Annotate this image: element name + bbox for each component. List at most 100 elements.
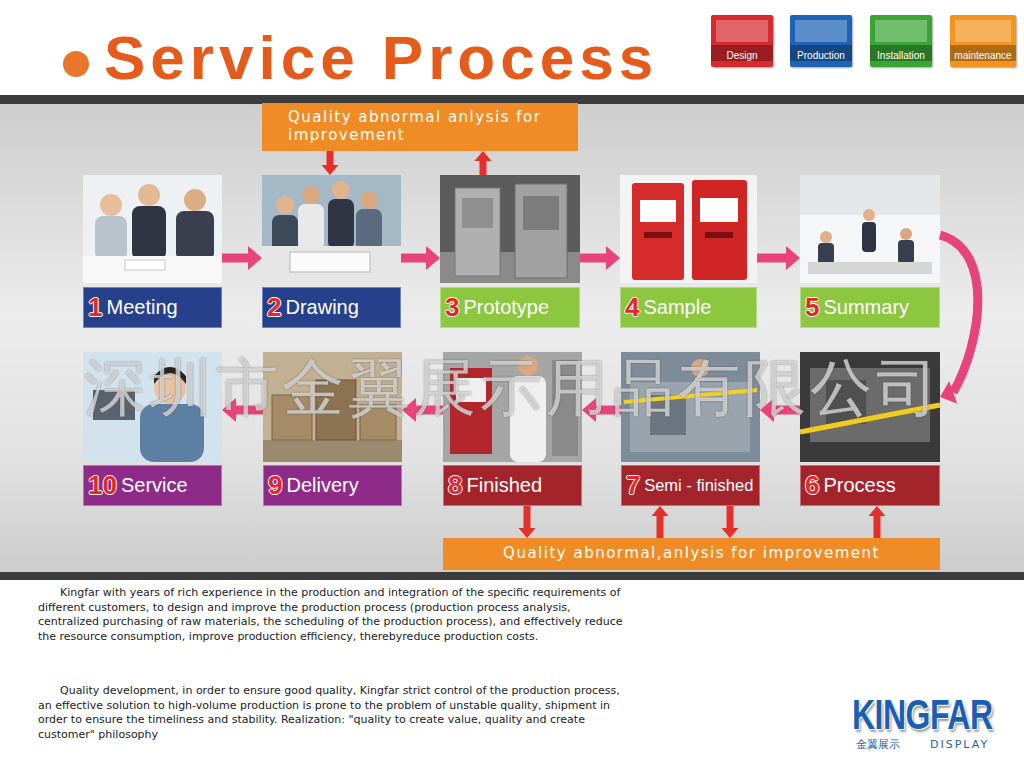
drawing-photo (262, 175, 401, 283)
step-label-bar: 1Meeting (83, 287, 222, 328)
photo-cabinet (515, 184, 567, 278)
step-name: Summary (823, 287, 909, 328)
photo-ground (440, 175, 580, 283)
step-label-bar: 2Drawing (262, 287, 401, 328)
step-number: 2 (267, 287, 281, 328)
flow-arrow-shaft (757, 254, 786, 263)
process-step: 1Meeting (83, 175, 222, 328)
step-label-bar: 3Prototype (440, 287, 580, 328)
watermark: 深圳市金翼展示用品有限公司 (84, 352, 942, 424)
photo-kiosk (640, 200, 676, 222)
tab-panel (875, 20, 927, 42)
flow-arrow-shaft (401, 254, 426, 263)
flow-arrow-shaft (580, 254, 606, 263)
flow-arrow-head (652, 506, 669, 516)
photo-ground (800, 175, 940, 283)
step-name: Semi - finished (644, 465, 753, 506)
flow-arrow (580, 246, 620, 270)
page-title: Service Process (104, 27, 658, 89)
grey-panel (0, 103, 1024, 573)
photo-figure (328, 199, 354, 249)
tab-label: Design (726, 50, 757, 61)
photo-kiosk (692, 180, 747, 280)
photo-table (808, 262, 932, 274)
sample-photo (620, 175, 757, 283)
flow-arrow-shaft (657, 516, 664, 538)
category-tab: Installation (870, 15, 932, 67)
flow-arrow (940, 235, 978, 404)
photo-figure (100, 194, 122, 216)
flow-arrow (869, 506, 886, 538)
flow-arrow (322, 151, 339, 175)
process-step: 5Summary (800, 175, 940, 328)
photo-floor (263, 440, 402, 462)
process-step: 2Drawing (262, 175, 401, 328)
photo-figure (356, 209, 382, 251)
flow-arrow-head (322, 165, 339, 175)
tab-strip: maintenance (950, 45, 1016, 61)
flow-arrow-shaft (874, 516, 881, 538)
flow-arrow-head (940, 381, 957, 404)
flow-arrow (222, 246, 262, 270)
photo-table (83, 256, 222, 283)
prototype-photo (440, 175, 580, 283)
step-name: Drawing (285, 287, 358, 328)
step-name: Meeting (106, 287, 177, 328)
flow-arrow-shaft (222, 254, 248, 263)
step-name: Finished (466, 465, 542, 506)
title-bullet (63, 51, 89, 77)
flow-arrow (652, 506, 669, 538)
step-label-bar: 6Process (800, 465, 940, 506)
category-tab: Design (711, 15, 773, 67)
photo-table (262, 246, 401, 283)
flow-arrow (475, 151, 492, 175)
meeting-photo (83, 175, 222, 283)
photo-figure (360, 191, 378, 209)
process-step: 3Prototype (440, 175, 580, 328)
tab-panel (795, 20, 847, 42)
step-number: 9 (268, 465, 282, 506)
photo-figure (863, 209, 875, 221)
photo-wall (800, 175, 940, 215)
body-paragraph: Quality development, in order to ensure … (38, 684, 630, 742)
photo-figure (276, 196, 294, 214)
process-step: 4Sample (620, 175, 757, 328)
photo-paper (125, 260, 165, 270)
tab-strip: Production (790, 45, 852, 61)
flow-arrow (757, 246, 800, 270)
body-paragraph: Kingfar with years of rich experience in… (38, 586, 630, 644)
logo-chinese: 金翼展示 (856, 738, 900, 751)
photo-figure (820, 231, 832, 243)
flow-arrow-shaft (940, 235, 978, 392)
photo-figure (818, 243, 834, 265)
photo-figure (332, 181, 350, 199)
flow-arrow-head (786, 246, 800, 270)
photo-figure (862, 222, 876, 252)
tab-label: Production (797, 50, 845, 61)
flow-arrow-shaft (524, 506, 531, 528)
photo-figure (302, 186, 320, 204)
step-name: Process (823, 465, 895, 506)
step-number: 7 (626, 465, 640, 506)
tab-panel (716, 20, 768, 42)
photo-cabinet (455, 188, 500, 276)
photo-cabinet (523, 196, 559, 230)
photo-kiosk (644, 232, 672, 238)
category-tab: Production (790, 15, 852, 67)
step-label-bar: 10Service (83, 465, 222, 506)
flow-arrow (519, 506, 536, 538)
photo-cabinet (462, 198, 493, 228)
dark-band (0, 572, 1024, 580)
step-name: Service (121, 465, 188, 506)
photo-ground (83, 175, 222, 283)
quality-box: Quality abnormal,anlysis for improvement (443, 538, 940, 570)
photo-kiosk (632, 183, 684, 280)
tab-strip: Design (711, 45, 773, 61)
tab-label: Installation (877, 50, 925, 61)
step-name: Sample (643, 287, 711, 328)
step-label-bar: 8Finished (443, 465, 582, 506)
photo-figure (138, 184, 160, 206)
flow-arrow-shaft (480, 161, 487, 175)
